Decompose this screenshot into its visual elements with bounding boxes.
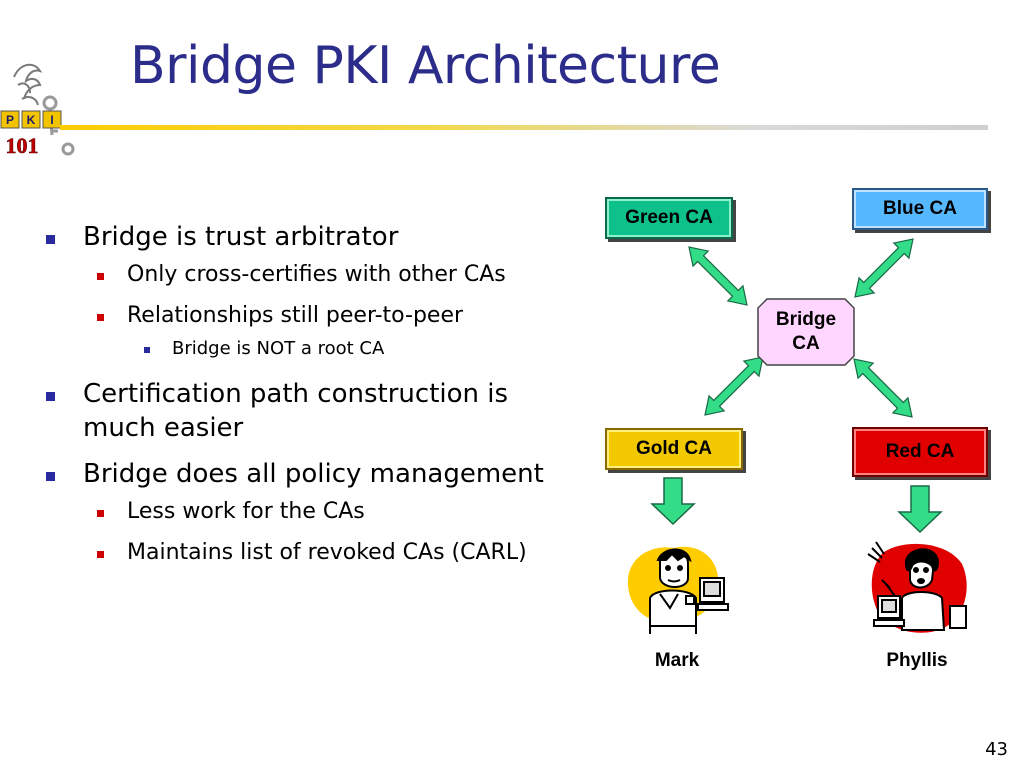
bullet-text: Relationships still peer-to-peer: [127, 303, 464, 328]
bullet-marker: [46, 472, 55, 481]
slide-number: 43: [985, 739, 1008, 760]
bridge-ca-label: Bridge CA: [757, 308, 855, 356]
bullet-text: Maintains list of revoked CAs (CARL): [127, 540, 527, 565]
title-underline: [60, 125, 988, 130]
bridge-ca-line1: Bridge: [775, 309, 837, 330]
pki-101-logo: P K I 101: [0, 63, 75, 158]
arrow-green-bridge: [680, 238, 756, 314]
bridge-ca-shape: [757, 298, 855, 366]
alert-lines-icon: [867, 541, 885, 563]
arrow-red-phyllis: [897, 485, 943, 534]
arrow-gold-mark: [650, 477, 696, 526]
page-title: Bridge PKI Architecture: [130, 36, 721, 96]
mark-clipart: [627, 546, 729, 634]
phyllis-label: Phyllis: [886, 650, 948, 671]
bullet-text: Certification path construction is much …: [83, 379, 509, 443]
computer-icon: [697, 577, 729, 611]
sub-bullet-item: Maintains list of revoked CAs (CARL): [40, 538, 600, 568]
bullet-marker: [97, 551, 104, 558]
red-ca-box: Red CA: [852, 427, 988, 477]
green-ca-box: Green CA: [605, 197, 733, 239]
blue-ca-box: Blue CA: [852, 188, 988, 230]
bullet-marker: [144, 347, 150, 353]
phyllis-clipart: [867, 541, 967, 633]
bullet-text: Only cross-certifies with other CAs: [127, 262, 506, 287]
green-ca-label: Green CA: [625, 207, 713, 228]
svg-text:K: K: [27, 113, 36, 127]
sub-bullet-item: Relationships still peer-to-peer: [40, 301, 600, 331]
person-icon: [881, 548, 946, 631]
svg-text:P: P: [6, 113, 14, 127]
arrow-bridge-red: [845, 350, 921, 426]
bullet-item: Certification path construction is much …: [40, 377, 553, 445]
bullet-list: Bridge is trust arbitrator Only cross-ce…: [40, 220, 600, 579]
sub-bullet-item: Only cross-certifies with other CAs: [40, 260, 600, 290]
bullet-marker: [97, 314, 104, 321]
mark-label: Mark: [654, 650, 700, 671]
bullet-marker: [97, 273, 104, 280]
sub-sub-bullet-item: Bridge is NOT a root CA: [40, 337, 600, 361]
bullet-marker: [46, 392, 55, 401]
bullet-marker: [97, 510, 104, 517]
pki-tiles: P K I: [0, 110, 62, 129]
arrow-blue-bridge: [846, 230, 922, 306]
mug-icon: [685, 595, 695, 605]
person-icon: [649, 548, 697, 627]
computer-icon: [873, 595, 905, 627]
bullet-item: Bridge is trust arbitrator: [40, 220, 600, 254]
bullet-text: Bridge is trust arbitrator: [83, 222, 399, 252]
gold-ca-label: Gold CA: [636, 438, 712, 459]
logo-number: 101: [6, 133, 39, 158]
bullet-marker: [46, 235, 55, 244]
bullet-item: Bridge does all policy management: [40, 457, 600, 491]
eagle-icon: [13, 63, 43, 106]
document-icon: [949, 605, 967, 629]
blue-ca-label: Blue CA: [883, 198, 957, 219]
svg-text:I: I: [50, 113, 53, 127]
bullet-text: Bridge is NOT a root CA: [172, 338, 385, 359]
red-ca-label: Red CA: [885, 441, 955, 462]
bullet-text: Less work for the CAs: [127, 499, 365, 524]
sub-bullet-item: Less work for the CAs: [40, 497, 600, 527]
bridge-ca-line2: CA: [792, 333, 820, 354]
bullet-text: Bridge does all policy management: [83, 459, 544, 489]
gold-ca-box: Gold CA: [605, 428, 743, 470]
